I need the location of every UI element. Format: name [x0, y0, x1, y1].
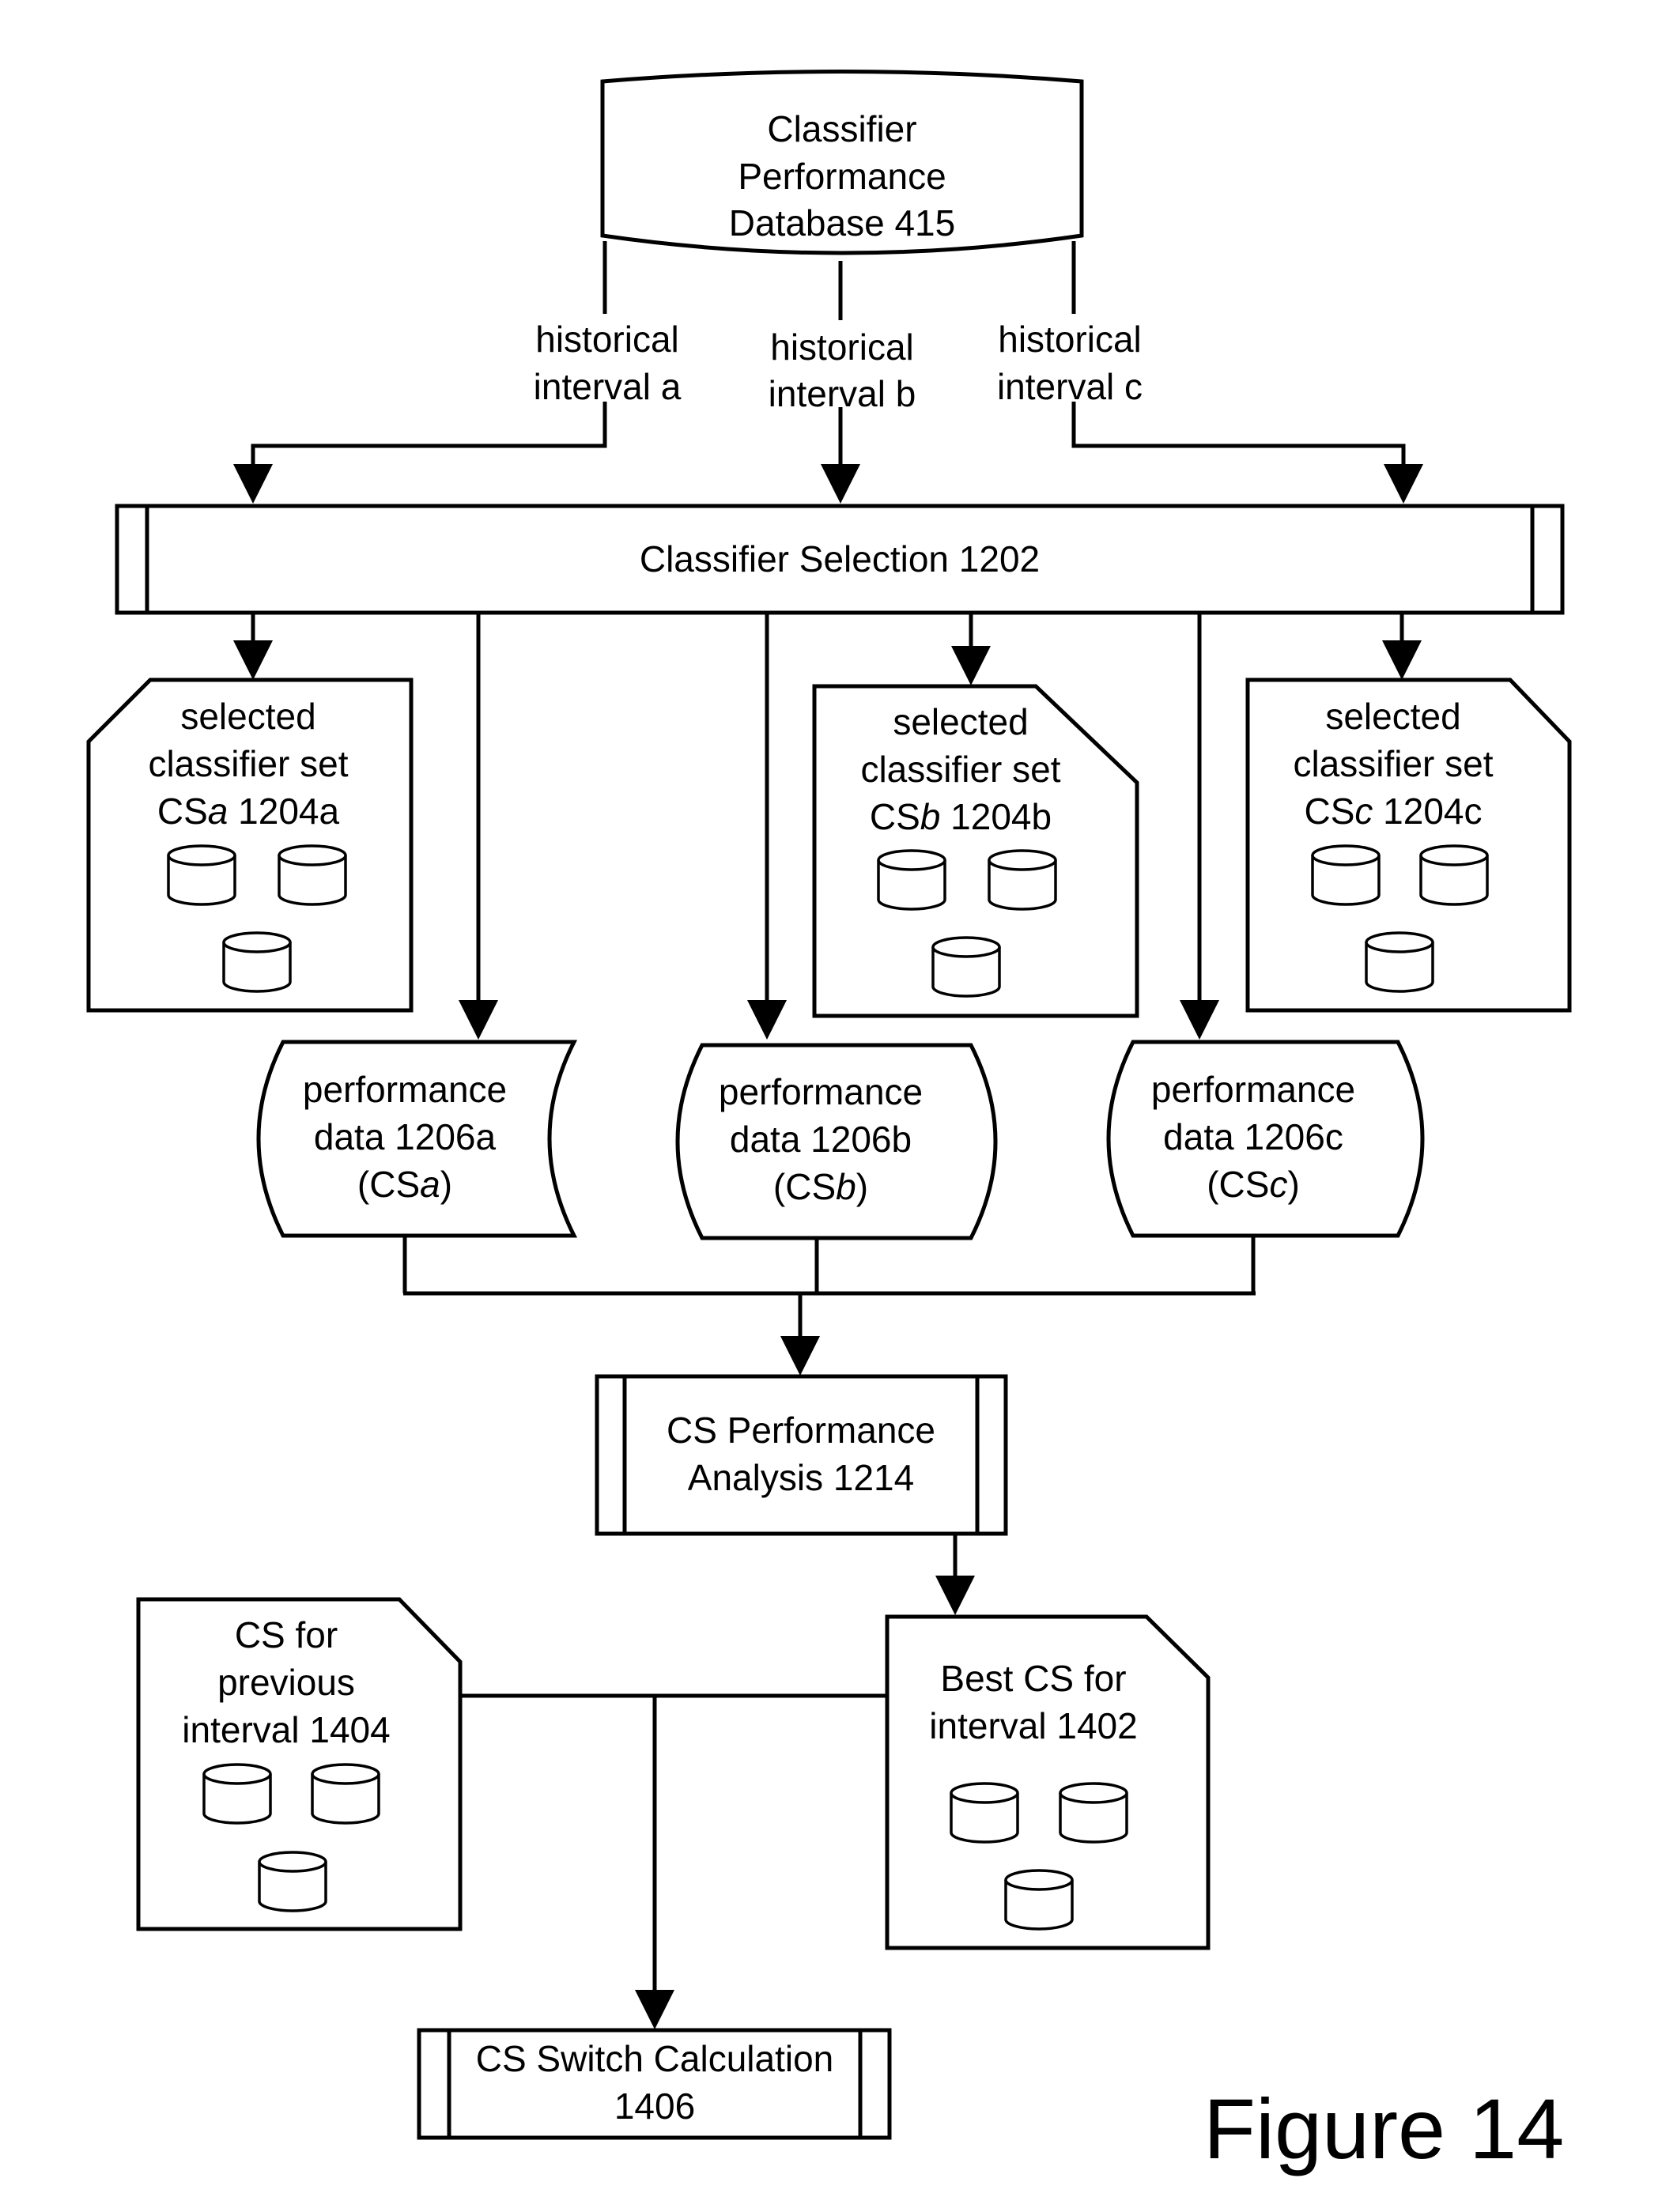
previous-cs-line1: CS for	[235, 1614, 338, 1655]
database-label-line1: Classifier	[767, 108, 916, 149]
interval-b-line1: historical	[770, 327, 914, 368]
database-label-line3: Database 415	[729, 202, 955, 243]
classifier-cylinder-icon	[1366, 933, 1433, 991]
performance-data-b: performance data 1206b (CSb)	[678, 1045, 995, 1238]
classifier-cylinder-icon	[1421, 846, 1487, 904]
previous-cs-line2: previous	[217, 1662, 355, 1703]
classifier-set-b-line1: selected	[893, 701, 1028, 742]
classifier-set-a-line1: selected	[180, 696, 315, 737]
performance-data-b-line3: (CSb)	[773, 1166, 868, 1207]
classifier-cylinder-icon	[1006, 1870, 1072, 1929]
classifier-set-b-line3: CSb 1204b	[870, 796, 1052, 837]
interval-label-c: historical interval c	[997, 319, 1143, 407]
classifier-set-a-line2: classifier set	[148, 743, 348, 784]
database-label-line2: Performance	[738, 156, 946, 197]
performance-data-a: performance data 1206a (CSa)	[259, 1042, 574, 1236]
classifier-cylinder-icon	[951, 1784, 1018, 1842]
classifier-cylinder-icon	[224, 933, 290, 991]
cs-performance-analysis-line2: Analysis 1214	[688, 1457, 914, 1498]
classifier-set-b-line2: classifier set	[860, 749, 1060, 790]
classifier-cylinder-icon	[312, 1765, 379, 1823]
cs-switch-line2: 1406	[614, 2086, 695, 2127]
best-cs-line2: interval 1402	[929, 1705, 1137, 1746]
classifier-set-a: selected classifier set CSa 1204a	[89, 680, 411, 1010]
classifier-set-b: selected classifier set CSb 1204b	[814, 686, 1137, 1016]
performance-data-c: performance data 1206c (CSc)	[1109, 1042, 1422, 1236]
performance-data-b-line2: data 1206b	[730, 1119, 912, 1160]
interval-label-b: historical interval b	[769, 327, 916, 414]
performance-data-b-line1: performance	[719, 1071, 923, 1112]
performance-data-c-line1: performance	[1151, 1069, 1355, 1110]
switch-input-connectors	[460, 1696, 887, 2025]
classifier-set-c-line3: CSc 1204c	[1304, 791, 1482, 832]
classifier-cylinder-icon	[878, 851, 945, 909]
classifier-cylinder-icon	[168, 846, 235, 904]
figure-label: Figure 14	[1203, 2081, 1564, 2176]
interval-a-line2: interval a	[534, 366, 682, 407]
performance-data-a-line1: performance	[303, 1069, 507, 1110]
best-cs-line1: Best CS for	[940, 1658, 1126, 1699]
interval-a-line1: historical	[535, 319, 679, 360]
performance-data-a-line3: (CSa)	[357, 1164, 452, 1205]
interval-connectors	[253, 241, 1403, 500]
interval-c-line1: historical	[998, 319, 1142, 360]
performance-data-c-line3: (CSc)	[1207, 1164, 1300, 1205]
classifier-cylinder-icon	[989, 851, 1056, 909]
classifier-set-c: selected classifier set CSc 1204c	[1248, 680, 1569, 1010]
classifier-cylinder-icon	[259, 1852, 326, 1911]
performance-data-c-line2: data 1206c	[1163, 1116, 1343, 1157]
classifier-performance-database: Classifier Performance Database 415	[602, 72, 1082, 254]
cs-performance-analysis-process: CS Performance Analysis 1214	[597, 1376, 1006, 1534]
classifier-set-c-line1: selected	[1325, 696, 1460, 737]
previous-cs-line3: interval 1404	[182, 1709, 390, 1750]
classifier-cylinder-icon	[1060, 1784, 1127, 1842]
interval-b-line2: interval b	[769, 373, 916, 414]
classifier-cylinder-icon	[204, 1765, 270, 1823]
classifier-cylinder-icon	[1313, 846, 1379, 904]
cs-switch-line1: CS Switch Calculation	[476, 2038, 834, 2079]
interval-label-a: historical interval a	[534, 319, 682, 407]
cs-switch-calculation-process: CS Switch Calculation 1406	[419, 2030, 890, 2138]
classifier-set-a-line3: CSa 1204a	[157, 791, 340, 832]
interval-c-line2: interval c	[997, 366, 1143, 407]
performance-data-a-line2: data 1206a	[314, 1116, 497, 1157]
classifier-selection-process: Classifier Selection 1202	[117, 506, 1562, 613]
classifier-cylinder-icon	[933, 938, 999, 996]
previous-interval-cs: CS for previous interval 1404	[138, 1599, 460, 1929]
best-cs-for-interval: Best CS for interval 1402	[887, 1617, 1208, 1948]
performance-merge-connectors	[403, 1236, 1256, 1372]
classifier-set-c-line2: classifier set	[1293, 743, 1493, 784]
classifier-cylinder-icon	[279, 846, 346, 904]
cs-performance-analysis-line1: CS Performance	[667, 1410, 935, 1451]
classifier-selection-label: Classifier Selection 1202	[640, 538, 1040, 579]
